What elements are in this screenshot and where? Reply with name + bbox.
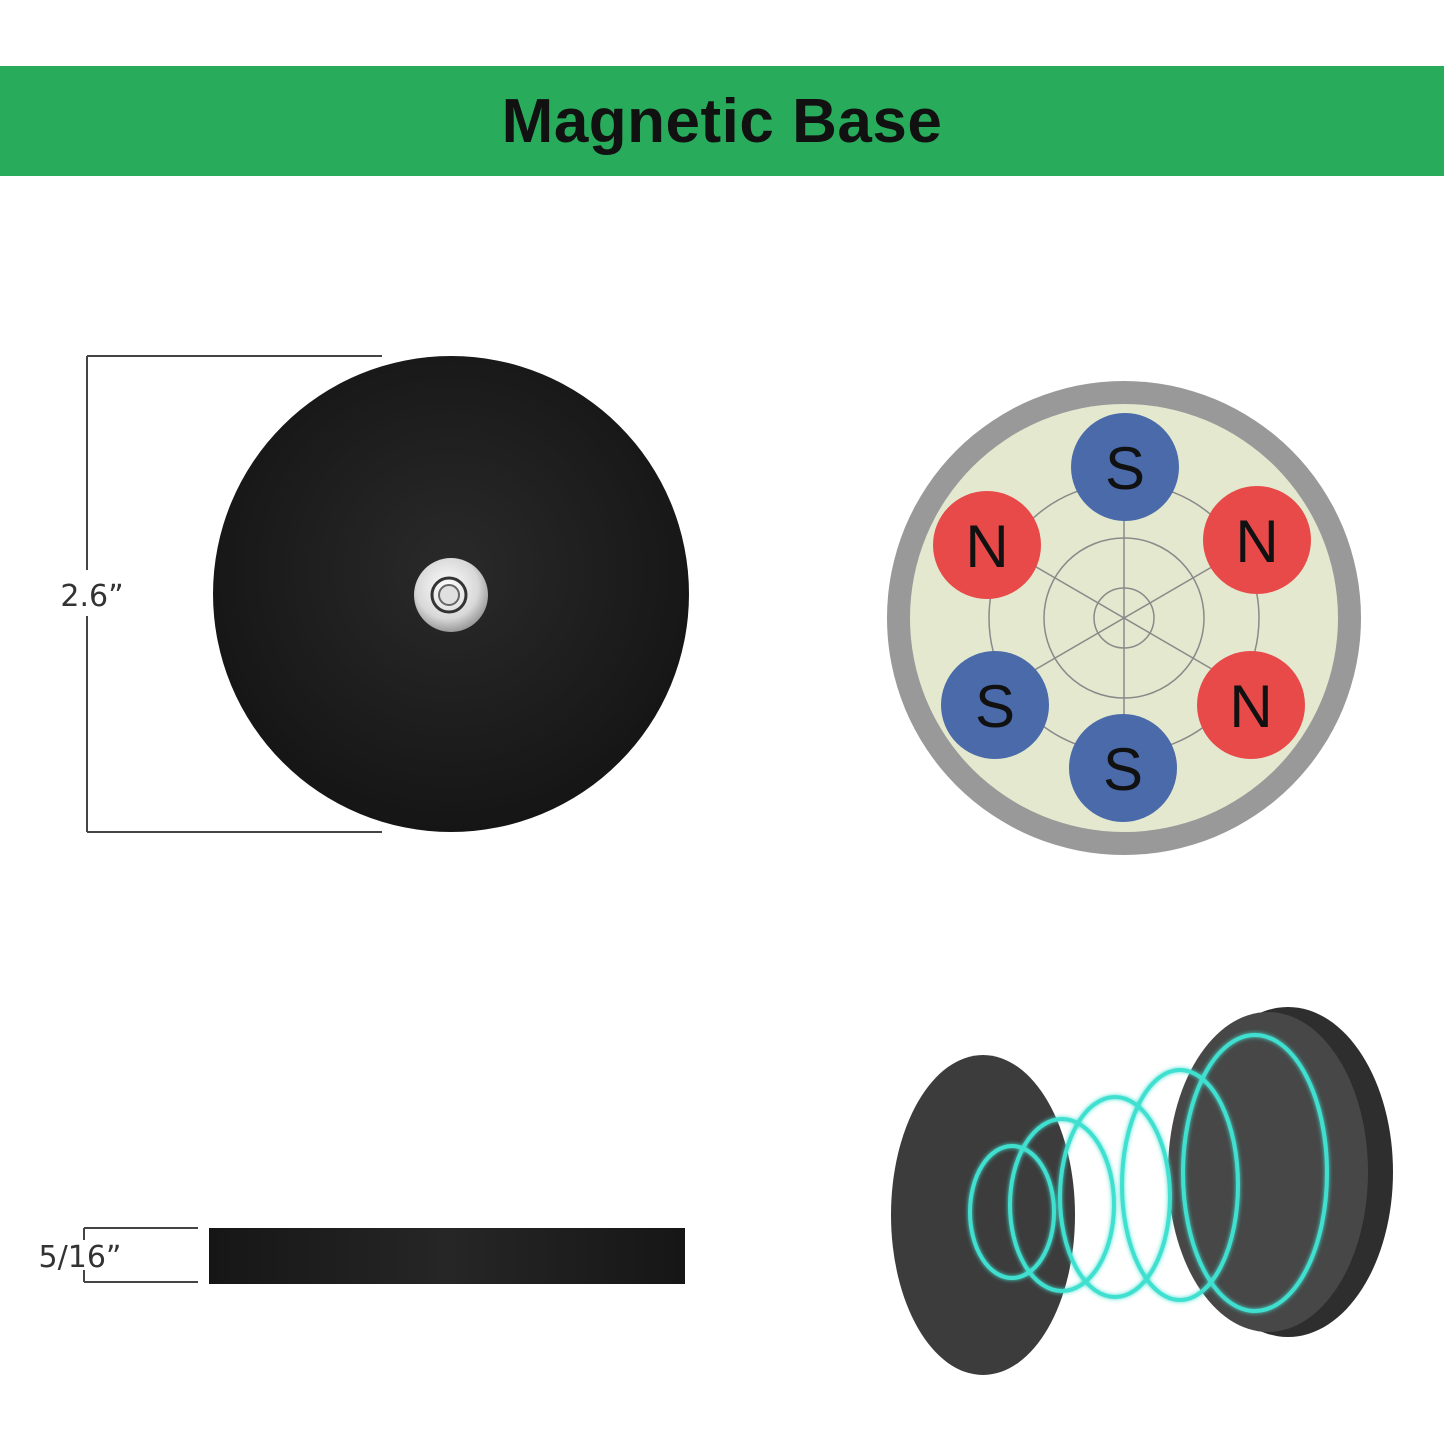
pole-label: S	[1105, 435, 1145, 502]
pole-north-3: N	[1203, 486, 1311, 594]
pole-label: N	[965, 513, 1008, 580]
pole-label: S	[1103, 736, 1143, 803]
pole-north-5: N	[1197, 651, 1305, 759]
pole-label: N	[1229, 673, 1272, 740]
pole-north-2: N	[933, 491, 1041, 599]
pole-south-1: S	[1071, 413, 1179, 521]
magnetic-attraction-illustration	[891, 1007, 1393, 1375]
grid-lines	[988, 482, 1260, 754]
pole-label: N	[1235, 508, 1278, 575]
left-magnet-disc	[891, 1055, 1075, 1375]
field-lines-icon	[968, 1033, 1329, 1313]
pole-label: S	[975, 673, 1015, 740]
diameter-bracket	[86, 355, 382, 833]
thickness-label: 5/16”	[39, 1240, 122, 1275]
right-magnet-disc	[1168, 1007, 1393, 1337]
pole-south-6: S	[1069, 714, 1177, 822]
page-title: Magnetic Base	[501, 86, 943, 156]
diameter-label: 2.6”	[60, 579, 123, 614]
title-banner: Magnetic Base	[0, 66, 1444, 176]
thickness-bracket	[83, 1227, 198, 1283]
magnet-side-view	[209, 1228, 685, 1284]
mounting-bolt-icon	[414, 558, 488, 632]
pole-layout-diagram: S N N S N S	[887, 381, 1361, 855]
pole-south-4: S	[941, 651, 1049, 759]
